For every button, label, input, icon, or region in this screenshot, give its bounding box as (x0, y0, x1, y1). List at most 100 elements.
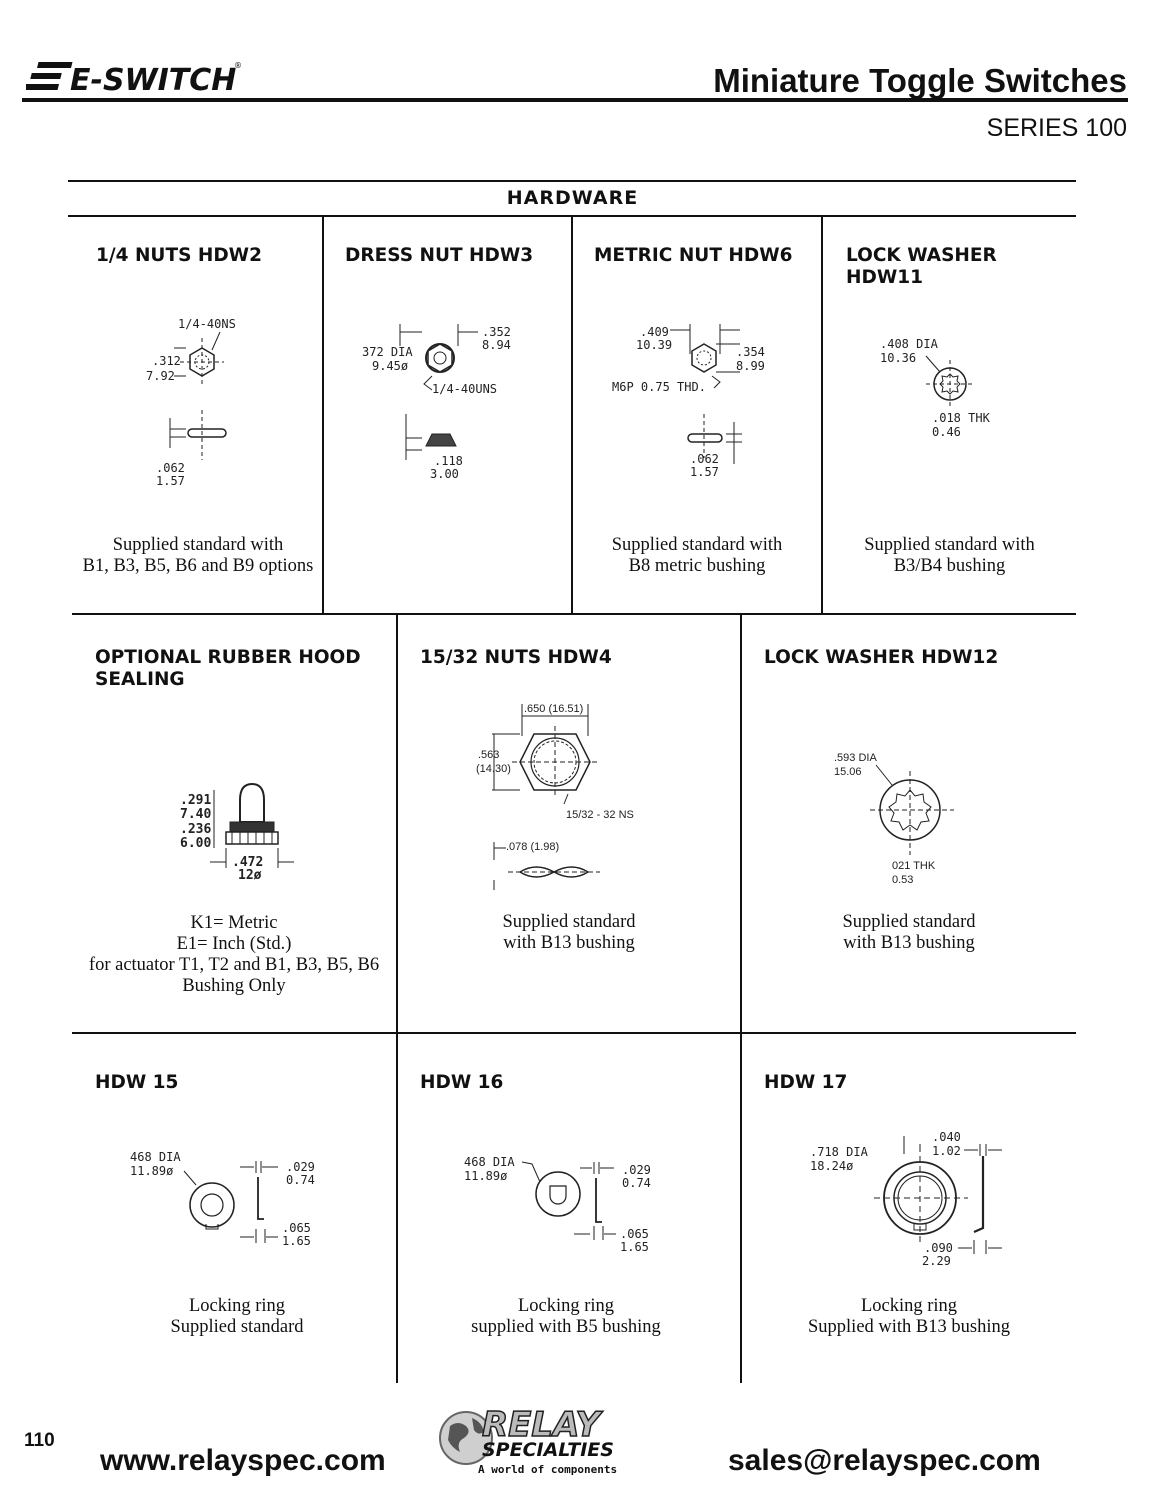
hood-height-mm: 7.40 (180, 807, 211, 822)
hdw12-thick-mm: 0.53 (892, 874, 913, 886)
hdw15-dia-in: 468 DIA (130, 1150, 181, 1164)
hdw17-dia-mm: 18.24ø (810, 1159, 853, 1173)
hood-base-in: .236 (180, 822, 211, 837)
caption-hdw11: Supplied standard with B3/B4 bushing (864, 535, 1035, 576)
caption-hdw2: Supplied standard with B1, B3, B5, B6 an… (82, 535, 314, 576)
diagram-hdw4: .650 (16.51) .563 (14.30) 15/32 - 32 NS … (476, 703, 634, 890)
hdw16-a-in: .029 (622, 1163, 651, 1177)
hdw6-thread-label: M6P 0.75 THD. (612, 380, 706, 394)
page-title: Miniature Toggle Switches (713, 62, 1127, 99)
diagram-rubber-hood: .291 7.40 .236 6.00 .472 12ø (180, 782, 294, 883)
hdw2-width-in: .312 (152, 354, 181, 368)
hdw6-height-mm: 8.99 (736, 359, 765, 373)
hdw11-dia-in: .408 DIA (880, 337, 939, 351)
hdw6-across-in: .409 (640, 325, 669, 339)
hdw16-b-in: .065 (620, 1227, 649, 1241)
hdw4-thick-label: .078 (1.98) (506, 841, 559, 853)
title-hdw17: HDW 17 (764, 1072, 848, 1093)
hood-height-in: .291 (180, 793, 211, 808)
row1-divider-1 (322, 215, 324, 615)
hdw12-thick-in: 021 THK (892, 860, 936, 872)
hdw16-a-mm: 0.74 (622, 1176, 651, 1190)
hdw11-thick-mm: 0.46 (932, 425, 961, 439)
title-hdw11: LOCK WASHER HDW11 (846, 245, 997, 288)
title-hdw15: HDW 15 (95, 1072, 179, 1093)
caption-hdw6: Supplied standard with B8 metric bushing (611, 535, 783, 576)
hdw4-thread-label: 15/32 - 32 NS (566, 809, 634, 821)
hdw2-thread-label: 1/4-40NS (178, 317, 236, 331)
hood-base-mm: 6.00 (180, 836, 211, 851)
hdw12-dia-in: .593 DIA (834, 752, 877, 764)
hdw11-dia-mm: 10.36 (880, 351, 916, 365)
hdw15-b-mm: 1.65 (282, 1234, 311, 1248)
hdw6-height-in: .354 (736, 345, 765, 359)
hdw3-dia-mm: 9.45ø (372, 359, 408, 373)
logo-specialties-text: SPECIALTIES (482, 1439, 614, 1461)
row1-divider-2 (571, 215, 573, 615)
hdw15-a-in: .029 (286, 1160, 315, 1174)
hdw2-thick-mm: 1.57 (156, 474, 185, 488)
svg-text:®: ® (234, 61, 242, 70)
title-hdw6: METRIC NUT HDW6 (594, 245, 793, 266)
logo-relay-text: RELAY (482, 1405, 603, 1445)
hdw4-height-mm: (14.30) (476, 763, 511, 775)
hdw4-width-label: .650 (16.51) (524, 703, 583, 715)
hdw16-dia-in: 468 DIA (464, 1155, 515, 1169)
row1-bottom-rule (72, 613, 1076, 615)
hdw3-thick-in: .118 (434, 454, 463, 468)
hdw2-thick-in: .062 (156, 461, 185, 475)
diagram-hdw16: 468 DIA 11.89ø .029 0.74 .065 1.65 (464, 1155, 651, 1254)
caption-rubber-hood: K1= Metric E1= Inch (Std.) for actuator … (88, 913, 380, 996)
page-number: 110 (24, 1430, 55, 1451)
hdw6-thick-in: .062 (690, 452, 719, 466)
hdw3-across-in: .352 (482, 325, 511, 339)
hdw15-dia-mm: 11.89ø (130, 1164, 173, 1178)
hdw17-b-mm: 2.29 (922, 1254, 951, 1268)
title-hdw12: LOCK WASHER HDW12 (764, 647, 999, 668)
title-hdw4: 15/32 NUTS HDW4 (420, 647, 612, 668)
brand-name: E-SWITCH (70, 63, 236, 96)
caption-hdw4: Supplied standard with B13 bushing (502, 912, 636, 953)
relay-specialties-logo: RELAY SPECIALTIES A world of components (439, 1404, 617, 1476)
caption-hdw15: Locking ring Supplied standard (170, 1296, 304, 1337)
header-rule (22, 98, 1128, 102)
row2-divider-1 (396, 613, 398, 1383)
hdw6-across-mm: 10.39 (636, 338, 672, 352)
diagram-hdw12: .593 DIA 15.06 021 THK 0.53 (834, 752, 954, 886)
email-link[interactable]: sales@relayspec.com (728, 1444, 1041, 1477)
website-link[interactable]: www.relayspec.com (100, 1444, 386, 1477)
hood-width-mm: 12ø (238, 868, 262, 883)
hdw16-b-mm: 1.65 (620, 1240, 649, 1254)
hood-width-in: .472 (232, 855, 263, 870)
hdw4-height-in: .563 (478, 749, 499, 761)
row2-bottom-rule (72, 1032, 1076, 1034)
diagram-hdw11: .408 DIA 10.36 .018 THK 0.46 (880, 337, 991, 439)
series-label: SERIES 100 (986, 114, 1127, 142)
table-top-rule (68, 180, 1076, 182)
row1-divider-3 (821, 215, 823, 615)
hdw3-thick-mm: 3.00 (430, 467, 459, 481)
hdw17-a-in: .040 (932, 1130, 961, 1144)
title-hdw2: 1/4 NUTS HDW2 (96, 245, 262, 266)
logo-tagline: A world of components (478, 1463, 617, 1476)
hdw6-thick-mm: 1.57 (690, 465, 719, 479)
hdw17-a-mm: 1.02 (932, 1144, 961, 1158)
hdw17-b-in: .090 (924, 1241, 953, 1255)
diagram-hdw2: 1/4-40NS .312 7.92 .062 1.57 (146, 317, 236, 488)
hdw3-dia-in: 372 DIA (362, 345, 413, 359)
caption-hdw12: Supplied standard with B13 bushing (842, 912, 976, 953)
title-rubber-hood: OPTIONAL RUBBER HOOD SEALING (95, 647, 361, 690)
hdw3-across-mm: 8.94 (482, 338, 511, 352)
e-switch-logo: E-SWITCH ® (26, 61, 242, 96)
hdw11-thick-in: .018 THK (932, 411, 991, 425)
hdw15-b-in: .065 (282, 1221, 311, 1235)
title-hdw3: DRESS NUT HDW3 (345, 245, 534, 266)
hdw16-dia-mm: 11.89ø (464, 1169, 507, 1183)
diagram-hdw17: .718 DIA 18.24ø .040 1.02 .090 2.29 (810, 1130, 1002, 1268)
hdw17-dia-in: .718 DIA (810, 1145, 869, 1159)
hdw15-a-mm: 0.74 (286, 1173, 315, 1187)
diagram-hdw6: .409 10.39 .354 8.99 M6P 0.75 THD. .062 … (612, 324, 765, 479)
caption-hdw17: Locking ring Supplied with B13 bushing (808, 1296, 1010, 1337)
hdw2-width-mm: 7.92 (146, 369, 175, 383)
diagram-hdw15: 468 DIA 11.89ø .029 0.74 .065 1.65 (130, 1150, 315, 1248)
